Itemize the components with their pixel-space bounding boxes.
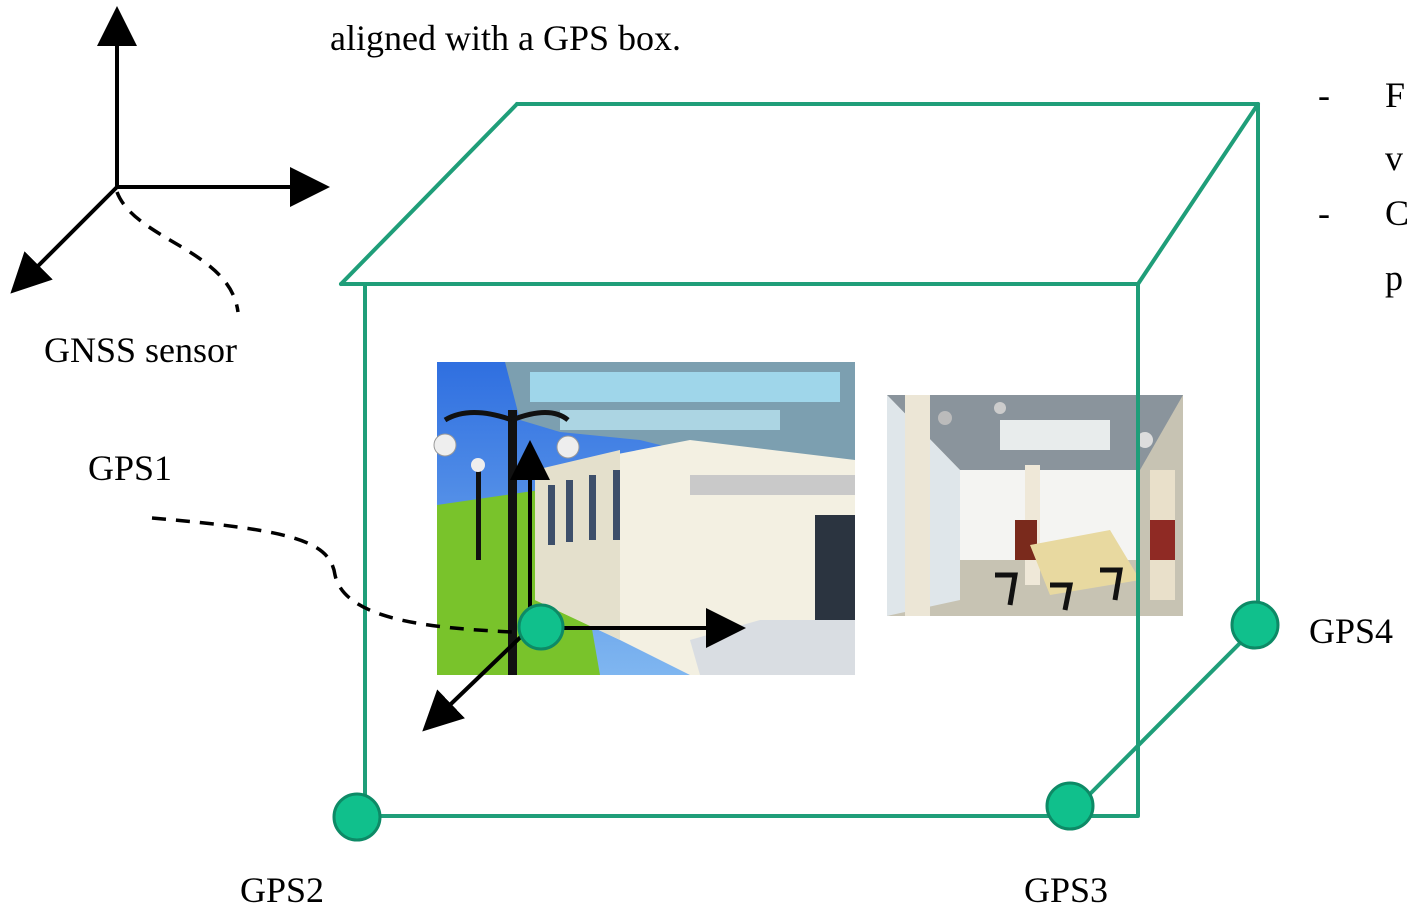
gps-box (339, 102, 1260, 818)
bullet-text: C (1385, 193, 1409, 233)
outdoor-scene-image (433, 362, 855, 675)
gnss-dashed-leader (115, 191, 240, 313)
gps3-label: GPS3 (1024, 870, 1108, 910)
bullet-list: - F v - C p (1318, 75, 1409, 298)
gps4-label: GPS4 (1309, 611, 1393, 651)
gnss-sensor-label: GNSS sensor (44, 330, 237, 370)
gps2-node (332, 792, 382, 842)
meeting-room-image (887, 395, 1183, 616)
box-front-face (363, 282, 1140, 818)
gps1-label: GPS1 (88, 448, 172, 488)
gps1-dashed-leader (151, 516, 513, 634)
gps1-node (517, 603, 565, 651)
gps4-node (1230, 600, 1280, 650)
gps1-axes (151, 440, 746, 732)
bullet-dash: - (1318, 75, 1330, 115)
box-top-left-edge (339, 102, 519, 286)
gnss-axes (10, 6, 330, 313)
gps3-node (1045, 781, 1095, 831)
gps2-label: GPS2 (240, 870, 324, 910)
bullet-dash: - (1318, 193, 1330, 233)
box-bottom-right-edge (1076, 623, 1260, 808)
box-top-right-edge (1136, 102, 1260, 286)
bullet-text: p (1385, 258, 1403, 298)
bullet-text: v (1385, 138, 1403, 178)
bullet-text: F (1385, 75, 1405, 115)
top-caption: aligned with a GPS box. (330, 18, 681, 58)
